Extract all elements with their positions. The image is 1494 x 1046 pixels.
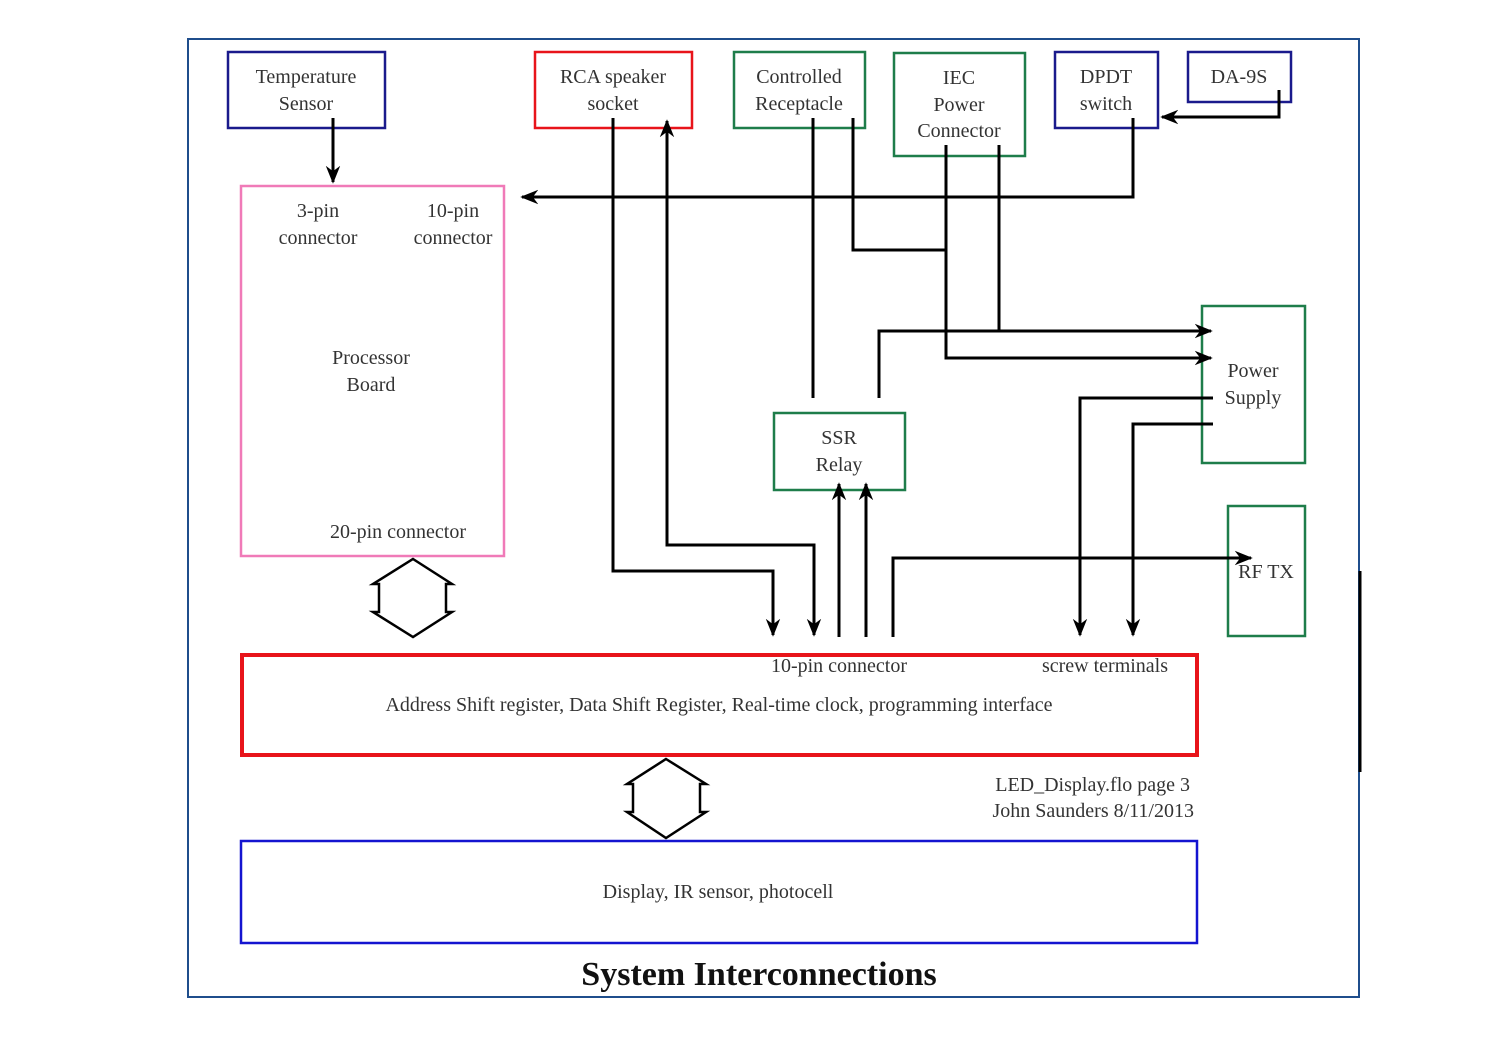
wire-iec-to-power-2 xyxy=(997,145,1213,339)
rca-speaker-socket-block[interactable]: RCA speaker socket xyxy=(533,50,694,130)
rf-tx-label: RF TX xyxy=(1238,561,1294,583)
rca-label-1: RCA speaker xyxy=(560,66,666,88)
interface-10pin-connector-label: 10-pin connector xyxy=(771,655,907,677)
screw-terminals-label: screw terminals xyxy=(1042,655,1168,677)
footer-author-label: John Saunders 8/11/2013 xyxy=(993,800,1194,822)
iec-power-connector-block[interactable]: IEC Power Connector xyxy=(892,51,1027,158)
wire-da9s-to-dpdt xyxy=(1160,90,1281,125)
wire-interface-to-rftx xyxy=(891,550,1253,637)
outer-frame xyxy=(187,38,1360,998)
wire-power-to-screw-2 xyxy=(1125,422,1213,637)
da9s-label: DA-9S xyxy=(1211,66,1268,88)
ssr-label-2: Relay xyxy=(816,454,863,476)
diagram-title: System Interconnections xyxy=(581,956,936,993)
temperature-sensor-label-2: Sensor xyxy=(279,93,334,115)
wire-power-to-screw-1 xyxy=(1072,396,1213,637)
display-board-label: Display, IR sensor, photocell xyxy=(603,881,834,903)
display-board-block[interactable]: Display, IR sensor, photocell xyxy=(239,839,1199,945)
power-supply-block[interactable]: Power Supply xyxy=(1200,304,1307,465)
dpdt-label-1: DPDT xyxy=(1080,66,1132,88)
wire-ssr-to-power xyxy=(877,329,999,398)
connector-10pin-label-2: connector xyxy=(414,227,493,249)
iec-label-1: IEC xyxy=(943,67,975,89)
controlled-receptacle-block[interactable]: Controlled Receptacle xyxy=(732,50,867,130)
power-supply-label-2: Supply xyxy=(1225,387,1282,409)
interface-board-label: Address Shift register, Data Shift Regis… xyxy=(385,694,1052,716)
dpdt-switch-block[interactable]: DPDT switch xyxy=(1053,50,1160,130)
footer-file-label: LED_Display.flo page 3 xyxy=(995,774,1190,796)
temperature-sensor-label-1: Temperature xyxy=(256,66,357,88)
da9s-block[interactable]: DA-9S xyxy=(1186,50,1293,104)
wires xyxy=(325,90,1281,637)
bus-arrow-processor-interface xyxy=(368,557,457,639)
iec-label-2: Power xyxy=(933,94,984,116)
ssr-relay-block[interactable]: SSR Relay xyxy=(772,411,907,492)
connector-3pin-label-1: 3-pin xyxy=(297,200,339,222)
connector-3pin-label-2: connector xyxy=(279,227,358,249)
connector-10pin-label-1: 10-pin xyxy=(427,200,479,222)
rca-label-2: socket xyxy=(587,93,639,115)
processor-board-label-2: Board xyxy=(347,374,396,396)
wire-iec-to-power-1 xyxy=(944,145,1213,366)
wire-rca-to-interface xyxy=(611,118,781,637)
wire-receptacle-to-iec xyxy=(851,118,946,252)
interface-board-block[interactable]: 10-pin connector screw terminals Address… xyxy=(240,653,1199,757)
iec-label-3: Connector xyxy=(917,120,1001,142)
processor-board-label-1: Processor xyxy=(332,347,410,369)
bus-arrow-interface-display xyxy=(622,757,711,840)
wire-dpdt-to-processor xyxy=(520,118,1135,205)
ssr-label-1: SSR xyxy=(821,427,857,449)
wire-interface-to-rca xyxy=(659,119,816,635)
temperature-sensor-block[interactable]: Temperature Sensor xyxy=(226,50,387,130)
rf-tx-block[interactable]: RF TX xyxy=(1226,504,1307,638)
dpdt-label-2: switch xyxy=(1080,93,1132,115)
controlled-receptacle-label-2: Receptacle xyxy=(755,93,843,115)
connector-20pin-label: 20-pin connector xyxy=(330,521,466,543)
power-supply-label-1: Power xyxy=(1227,360,1278,382)
processor-board-block[interactable]: 3-pin connector 10-pin connector Process… xyxy=(239,184,506,558)
controlled-receptacle-label-1: Controlled xyxy=(756,66,842,88)
